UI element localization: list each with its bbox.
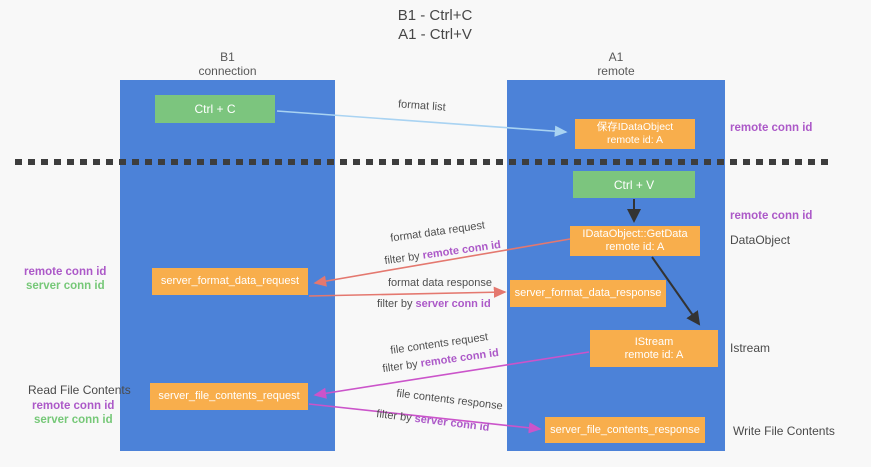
label-write-file-contents: Write File Contents [733, 424, 835, 438]
edge-label-format-list: format list [397, 98, 447, 114]
filter-by-text: filter by [375, 408, 416, 425]
edge-label-filter-server-2: filter by server conn id [376, 408, 490, 434]
column-a1-role: remote [597, 64, 635, 78]
node-istream: IStream remote id: A [590, 330, 718, 367]
edge-label-format-data-request: format data request [389, 219, 486, 245]
filter-by-text: filter by [377, 298, 416, 310]
filter-by-text: filter by [383, 249, 424, 268]
node-idataobject-getdata: IDataObject::GetData remote id: A [570, 226, 700, 256]
istream-line2: remote id: A [624, 348, 684, 361]
title-line-2: A1 - Ctrl+V [398, 26, 472, 43]
node-server-format-data-response: server_format_data_response [510, 280, 666, 307]
column-b1-name: B1 [220, 50, 235, 64]
edge-label-filter-server-1: filter by server conn id [377, 298, 491, 310]
label-server-conn-id-left-1: server conn id [26, 280, 105, 292]
column-a1-name: A1 [608, 50, 624, 64]
remote-conn-id-text: remote conn id [421, 238, 502, 262]
server-conn-id-text: server conn id [415, 298, 491, 310]
phase-separator-dashed-line [15, 159, 833, 165]
node-save-idataobject: 保存IDataObject remote id: A [575, 119, 695, 149]
save-idataobject-line1: 保存IDataObject [596, 121, 674, 133]
label-dataobject: DataObject [730, 233, 791, 247]
getdata-line1: IDataObject::GetData [582, 228, 688, 240]
edge-label-file-contents-response: file contents response [395, 387, 504, 413]
label-remote-conn-id-mid-right: remote conn id [730, 210, 813, 222]
label-read-file-contents: Read File Contents [28, 383, 131, 397]
filter-by-text: filter by [381, 357, 422, 376]
column-header-b1: B1 connection [120, 50, 335, 78]
edge-label-format-data-response: format data response [388, 277, 492, 289]
save-idataobject-line2: remote id: A [606, 134, 664, 146]
diagram-title: B1 - Ctrl+C A1 - Ctrl+V [320, 6, 550, 44]
node-server-format-data-request: server_format_data_request [152, 268, 308, 295]
node-server-file-contents-response: server_file_contents_response [545, 417, 705, 443]
label-remote-conn-id-top-right: remote conn id [730, 122, 813, 134]
label-remote-conn-id-left-1: remote conn id [24, 266, 107, 278]
node-ctrl-v: Ctrl + V [573, 171, 695, 198]
istream-line1: IStream [634, 335, 674, 348]
column-header-a1: A1 remote [507, 50, 725, 78]
node-server-file-contents-request: server_file_contents_request [150, 383, 308, 410]
label-istream: Istream [730, 341, 771, 355]
node-ctrl-c: Ctrl + C [155, 95, 275, 123]
getdata-line2: remote id: A [605, 241, 665, 253]
title-line-1: B1 - Ctrl+C [397, 7, 473, 24]
label-remote-conn-id-left-2: remote conn id [32, 400, 115, 412]
label-server-conn-id-left-2: server conn id [34, 414, 113, 426]
arrow-format-data-response [308, 286, 507, 298]
column-b1-role: connection [198, 64, 257, 78]
server-conn-id-text: server conn id [413, 412, 491, 434]
